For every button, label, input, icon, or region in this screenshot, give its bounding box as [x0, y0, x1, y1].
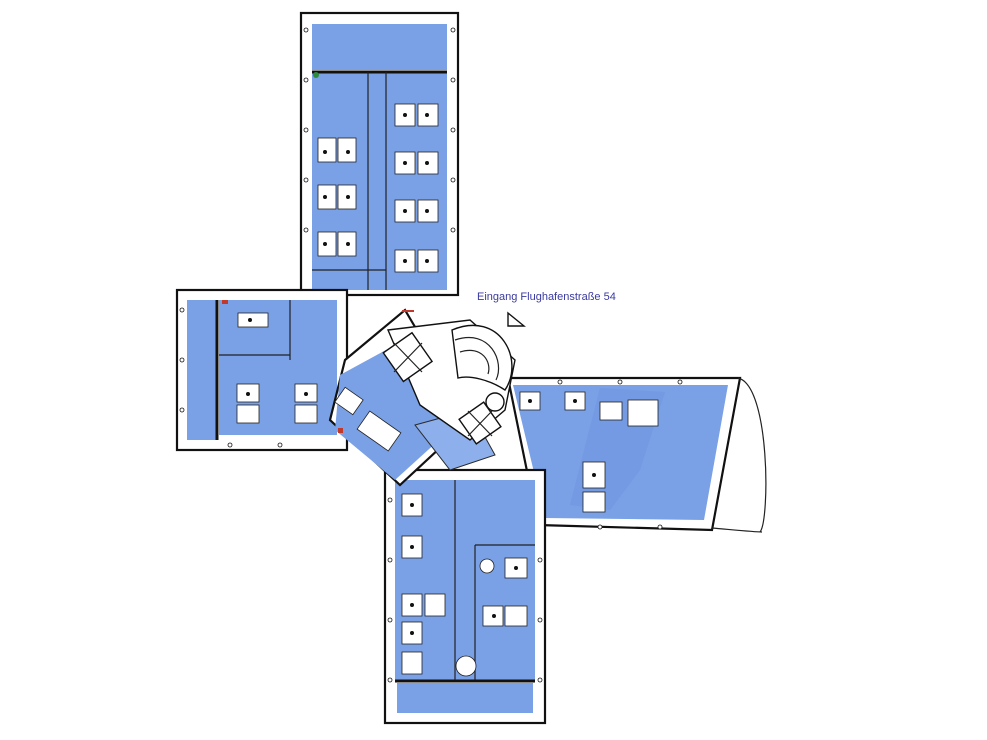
desk-group: [401, 493, 446, 675]
desk-group: [237, 312, 269, 328]
facade-markers: [179, 27, 683, 683]
desk-group: [236, 383, 318, 424]
south-wing-terrace: [397, 683, 533, 713]
desk-group: [317, 137, 357, 163]
desk-groups: [236, 103, 659, 677]
round-table: [455, 558, 495, 677]
desk-group: [317, 184, 357, 210]
desk-group: [519, 391, 586, 411]
central-core: [382, 311, 526, 445]
desk-group: [582, 461, 606, 513]
desk-group: [394, 249, 439, 273]
conference-table: [334, 386, 402, 452]
desk-group: [317, 231, 357, 257]
desk-group: [482, 557, 528, 627]
door-markers: [222, 72, 414, 433]
central-connector: [328, 308, 496, 487]
west-wing-terrace: [187, 300, 217, 440]
desk-group: [394, 151, 439, 175]
desk-group: [394, 103, 439, 127]
east-wing: [506, 376, 767, 533]
east-wing-office: [513, 385, 728, 520]
north-wing-terrace: [312, 24, 447, 70]
meeting-room: [335, 345, 450, 480]
desk-group: [394, 199, 439, 223]
desk-group: [599, 399, 659, 427]
south-wing: [383, 468, 547, 725]
entrance-label: Eingang Flughafenstraße 54: [477, 291, 616, 303]
